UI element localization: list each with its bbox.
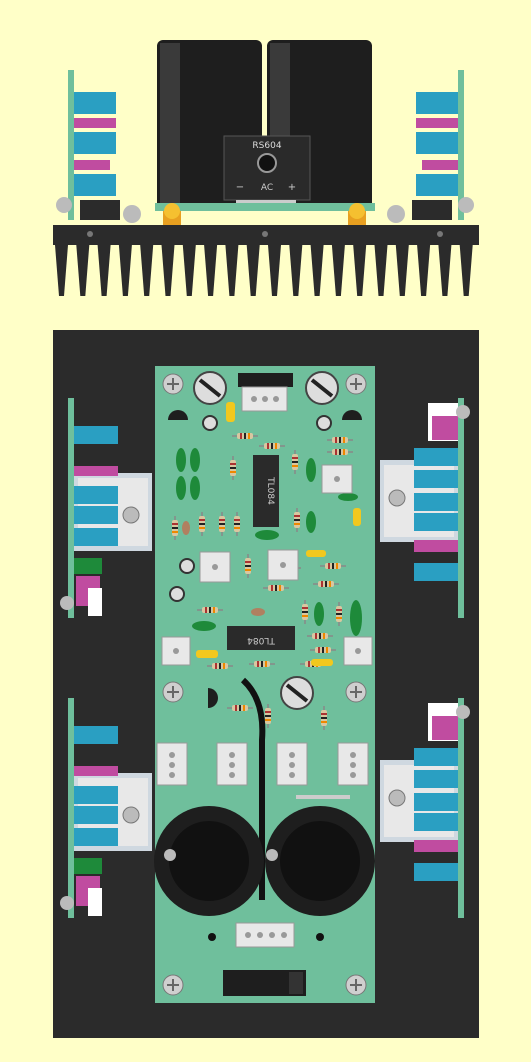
trimmer-pots [193, 371, 339, 710]
resistor [230, 456, 236, 480]
heatsink-fin [246, 245, 260, 296]
resistor [234, 512, 240, 536]
resistor [172, 516, 178, 540]
to92-right [342, 410, 362, 420]
resistor [265, 704, 271, 728]
heatsink-fin [331, 245, 345, 296]
pcb-connectors [156, 464, 373, 948]
resistor [227, 705, 253, 711]
tantalum-capacitors [196, 402, 361, 666]
resistors [169, 415, 353, 730]
output-module-right [380, 398, 470, 618]
heatsink-fin [204, 245, 218, 296]
heatsink-fin [289, 245, 303, 296]
resistor [263, 585, 289, 591]
capacitor-left-top [154, 806, 264, 916]
heatsink-fin [438, 245, 452, 296]
heatsink-fin [118, 245, 132, 296]
resistor [310, 647, 336, 653]
heatsink-side [53, 225, 479, 296]
heatsink-fin [374, 245, 388, 296]
resistor [294, 508, 300, 532]
pcb-side [155, 203, 375, 211]
top-view: TL084 TL084 [53, 330, 479, 1038]
heatsink-fin [395, 245, 409, 296]
small-trimmer [316, 415, 332, 431]
resistor [249, 661, 275, 667]
side-view: RS604 − AC + [53, 40, 479, 296]
resistor [259, 443, 285, 449]
resistor [307, 633, 333, 639]
left-side-module [56, 70, 120, 220]
heatsink-fin [459, 245, 473, 296]
capacitor-right-top [265, 806, 375, 916]
heatsink-fin [268, 245, 281, 296]
heatsink-fin [182, 245, 196, 296]
resistor [320, 563, 346, 569]
heatsink-fin [140, 245, 154, 296]
resistor [245, 554, 251, 578]
resistor [321, 706, 327, 730]
heatsink-fin [55, 245, 68, 296]
resistor [232, 433, 258, 439]
bridge-plus-label: + [288, 182, 296, 193]
heatsink-fin [76, 245, 90, 296]
ceramic-cap [251, 608, 265, 616]
to92-mid [208, 688, 218, 708]
output-module-left [60, 698, 152, 918]
regulator-top [238, 373, 293, 387]
small-trimmer [179, 558, 195, 574]
small-trimmer [202, 415, 218, 431]
heatsink-fin [97, 245, 111, 296]
heatsink-fin [225, 245, 239, 296]
to92-left [168, 410, 188, 420]
bridge-part-label: RS604 [252, 141, 281, 151]
opamp-chip-1: TL084 [253, 455, 279, 527]
chip-label-2: TL084 [247, 635, 276, 645]
heatsink-fin [417, 245, 431, 296]
ceramic-cap [182, 521, 190, 535]
right-side-module [412, 70, 474, 220]
wire [240, 677, 266, 900]
heatsink-fin [161, 245, 175, 296]
opamp-chip-2: TL084 [227, 626, 295, 650]
resistor [302, 600, 308, 624]
chip-label-1: TL084 [265, 476, 275, 505]
resistor [199, 512, 205, 536]
bridge-rectifier: RS604 − AC + [223, 135, 311, 210]
resistor [336, 602, 342, 626]
resistor [313, 581, 339, 587]
heatsink-fin [310, 245, 324, 296]
resistor [292, 450, 298, 474]
resistor [219, 512, 225, 536]
output-module-left [60, 398, 152, 618]
small-trimmer [169, 586, 185, 602]
film-capacitors [176, 448, 362, 636]
output-module-right [380, 698, 470, 918]
heatsink-fin [353, 245, 367, 296]
bridge-minus-label: − [236, 182, 244, 193]
resistor [197, 607, 223, 613]
resistor [327, 449, 353, 455]
bridge-ac-label: AC [261, 183, 273, 193]
resistor [327, 437, 353, 443]
resistor [207, 663, 233, 669]
